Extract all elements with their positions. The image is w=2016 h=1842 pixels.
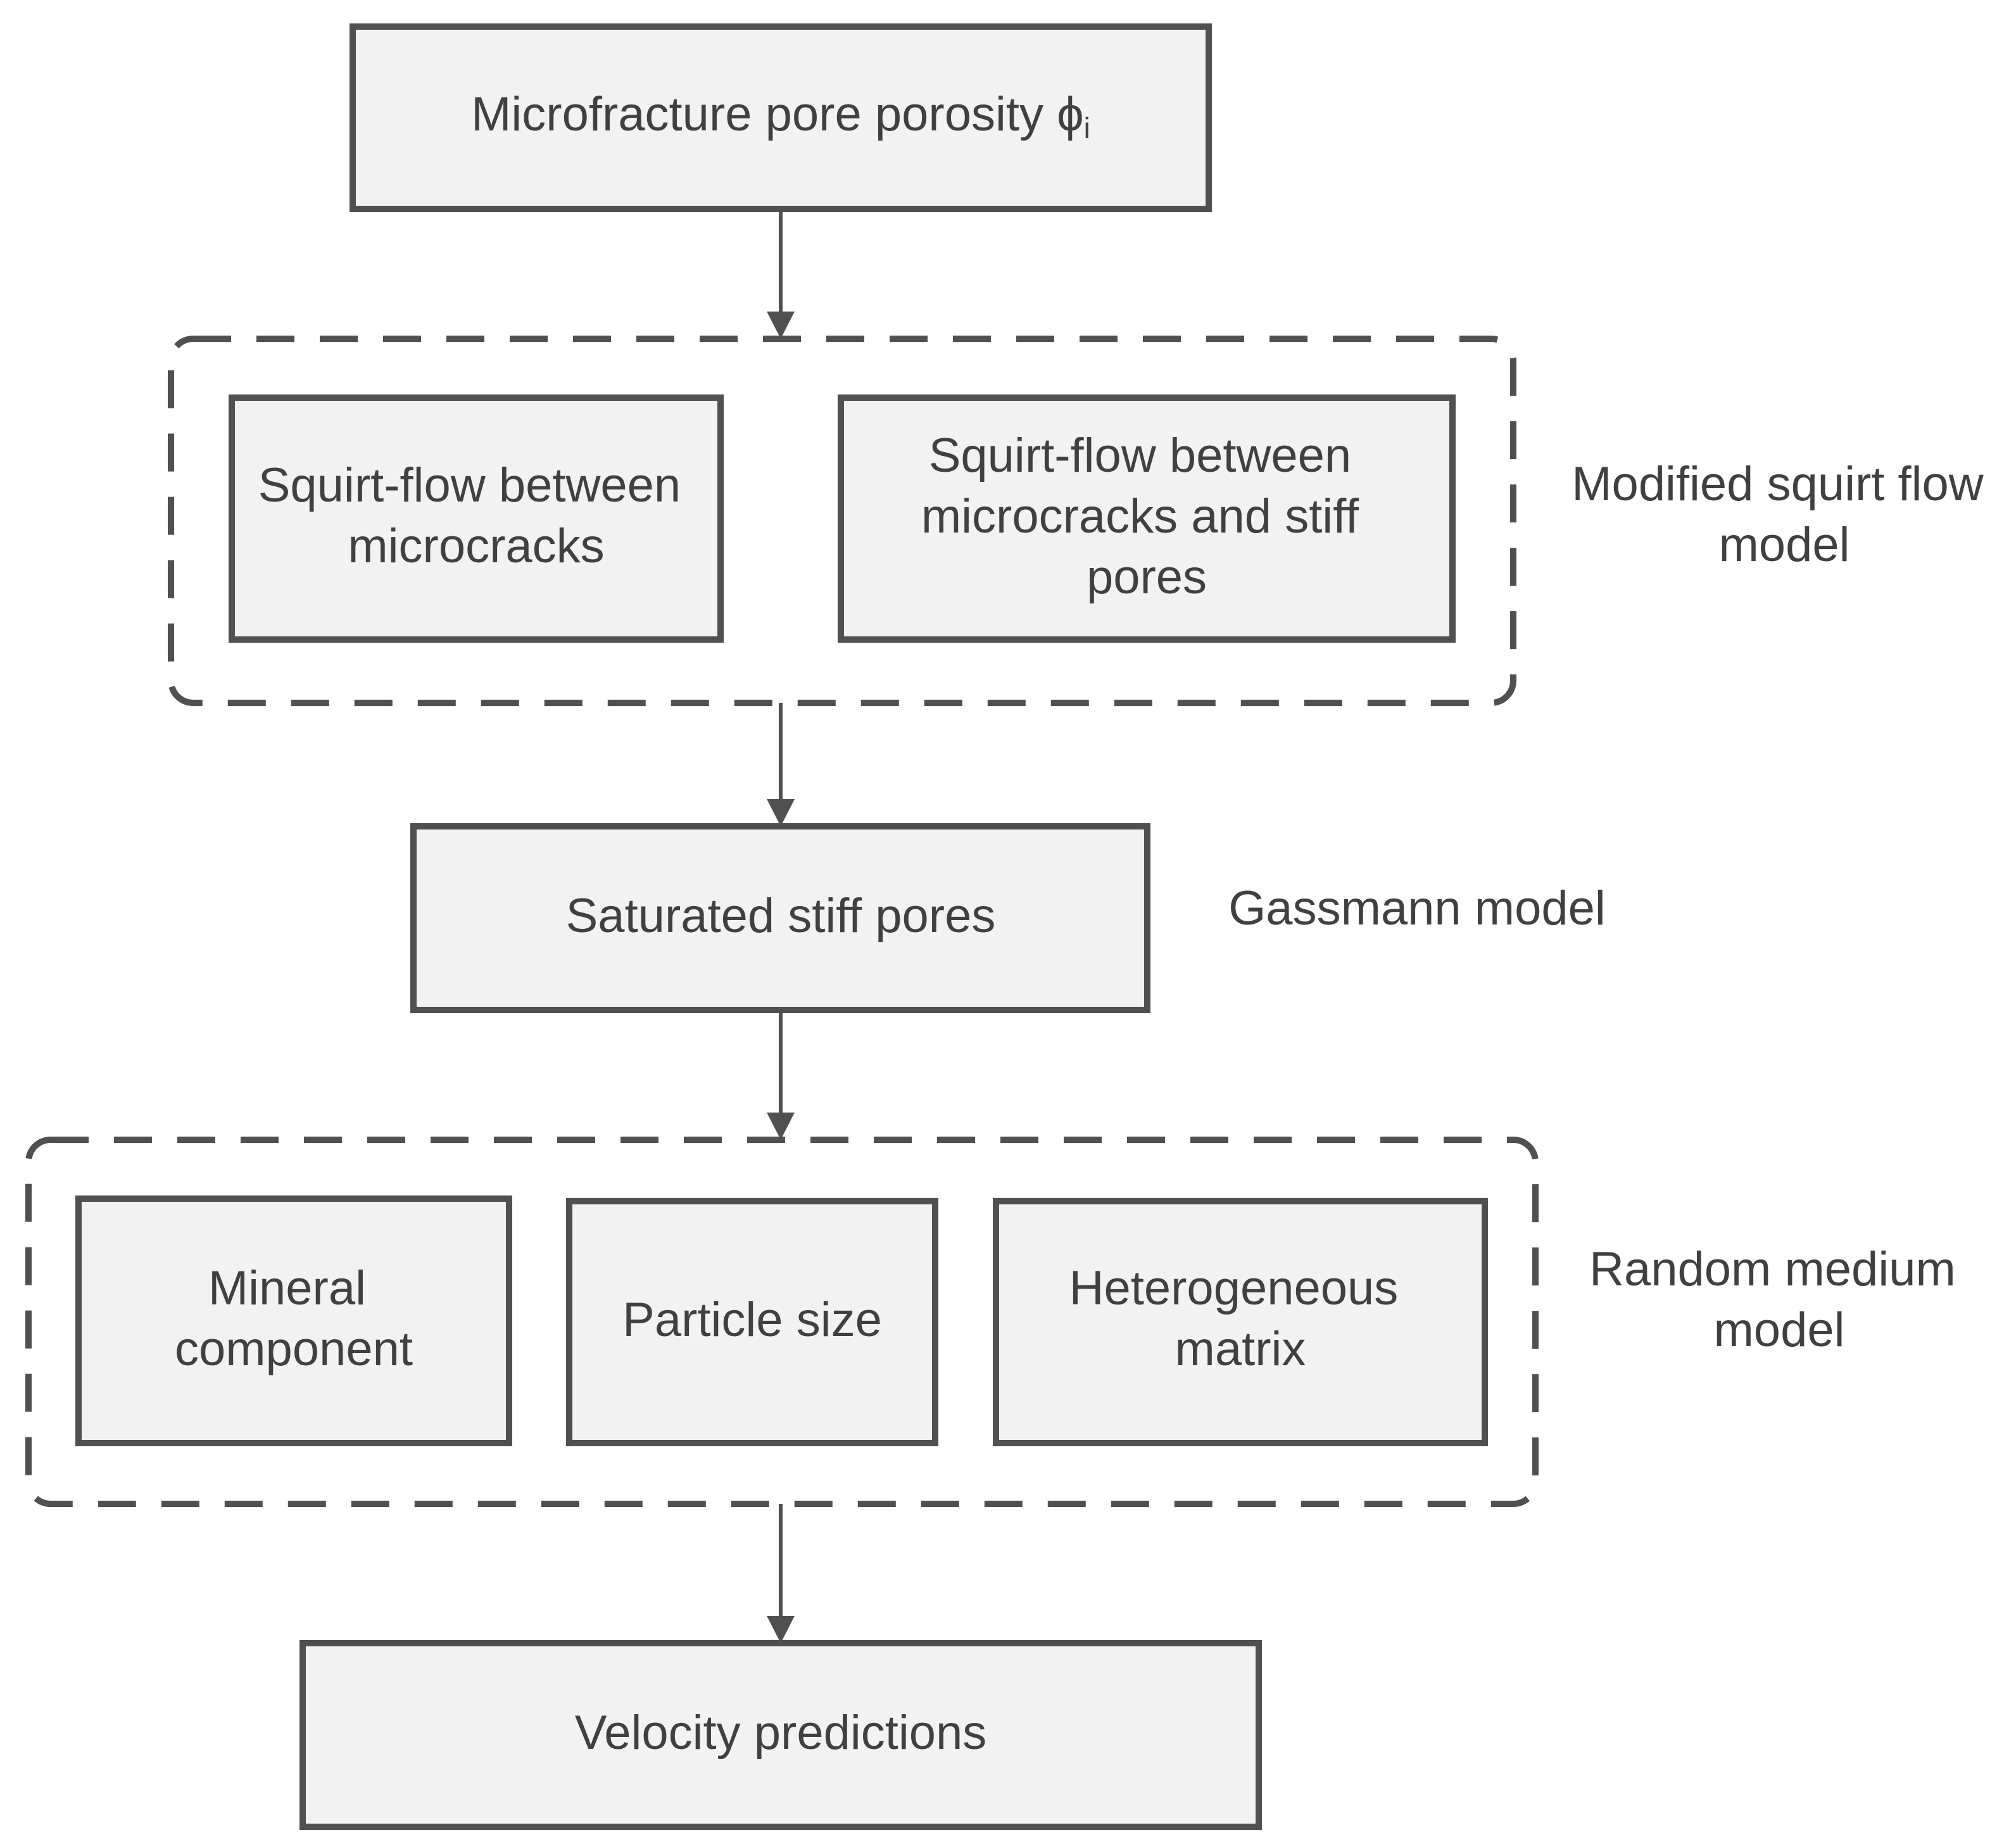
arrowhead-2 bbox=[767, 799, 795, 826]
squirt-stiff-line-3: pores bbox=[1087, 550, 1207, 604]
squirt-stiff-label: Squirt-flow between microcracks and stif… bbox=[921, 429, 1372, 604]
squirt-stiff-line-1: Squirt-flow between bbox=[929, 429, 1351, 483]
random-medium-model-label: Random medium model bbox=[1589, 1242, 1969, 1357]
random-model-line-2: model bbox=[1714, 1303, 1845, 1357]
modified-squirt-flow-group bbox=[168, 336, 1516, 706]
porosity-text: Microfracture pore porosity bbox=[471, 87, 1057, 141]
porosity-label: Microfracture pore porosity ϕi bbox=[471, 87, 1090, 144]
particle-box bbox=[566, 1198, 938, 1446]
arrowhead-3 bbox=[767, 1113, 795, 1140]
phi-symbol: ϕ bbox=[1057, 87, 1084, 141]
arrowhead-1 bbox=[767, 312, 795, 339]
heterogeneous-box bbox=[993, 1198, 1488, 1446]
squirt-stiff-line-2: microcracks and stiff bbox=[921, 489, 1359, 543]
velocity-label: Velocity predictions bbox=[575, 1706, 987, 1760]
squirt-model-line-2: model bbox=[1719, 518, 1850, 572]
porosity-node: Microfracture pore porosity ϕi bbox=[350, 23, 1212, 212]
mineral-label: Mineral component bbox=[175, 1261, 413, 1376]
saturated-label: Saturated stiff pores bbox=[566, 889, 996, 943]
velocity-box bbox=[299, 1640, 1262, 1830]
squirt-stiff-node: Squirt-flow between microcracks and stif… bbox=[838, 394, 1456, 643]
heterogeneous-line-1: Heterogeneous bbox=[1069, 1261, 1399, 1315]
particle-label: Particle size bbox=[622, 1293, 882, 1347]
porosity-box bbox=[350, 23, 1212, 212]
squirt-microcracks-box bbox=[229, 394, 724, 643]
particle-node: Particle size bbox=[566, 1198, 938, 1446]
squirt-microcracks-line-2: microcracks bbox=[348, 519, 604, 573]
modified-squirt-flow-model-label: Modified squirt flow model bbox=[1572, 457, 1997, 572]
phi-subscript: i bbox=[1084, 111, 1090, 144]
heterogeneous-line-2: matrix bbox=[1175, 1322, 1306, 1376]
squirt-microcracks-label: Squirt-flow between microcracks bbox=[258, 458, 695, 573]
squirt-microcracks-node: Squirt-flow between microcracks bbox=[229, 394, 724, 643]
edges bbox=[767, 209, 795, 1643]
heterogeneous-node: Heterogeneous matrix bbox=[993, 1198, 1488, 1446]
saturated-box bbox=[410, 823, 1150, 1013]
saturated-node: Saturated stiff pores bbox=[410, 823, 1150, 1013]
squirt-model-line-1: Modified squirt flow bbox=[1572, 457, 1984, 511]
mineral-line-2: component bbox=[175, 1322, 413, 1376]
gassmann-model-label: Gassmann model bbox=[1228, 881, 1606, 935]
mineral-box bbox=[75, 1195, 512, 1446]
arrowhead-4 bbox=[767, 1616, 795, 1643]
squirt-stiff-box bbox=[838, 394, 1456, 643]
heterogeneous-label: Heterogeneous matrix bbox=[1069, 1261, 1412, 1376]
squirt-microcracks-line-1: Squirt-flow between bbox=[258, 458, 681, 512]
mineral-line-1: Mineral bbox=[208, 1261, 366, 1315]
velocity-node: Velocity predictions bbox=[299, 1640, 1262, 1830]
random-model-line-1: Random medium bbox=[1589, 1242, 1956, 1296]
mineral-node: Mineral component bbox=[75, 1195, 512, 1446]
random-medium-group bbox=[25, 1137, 1539, 1507]
